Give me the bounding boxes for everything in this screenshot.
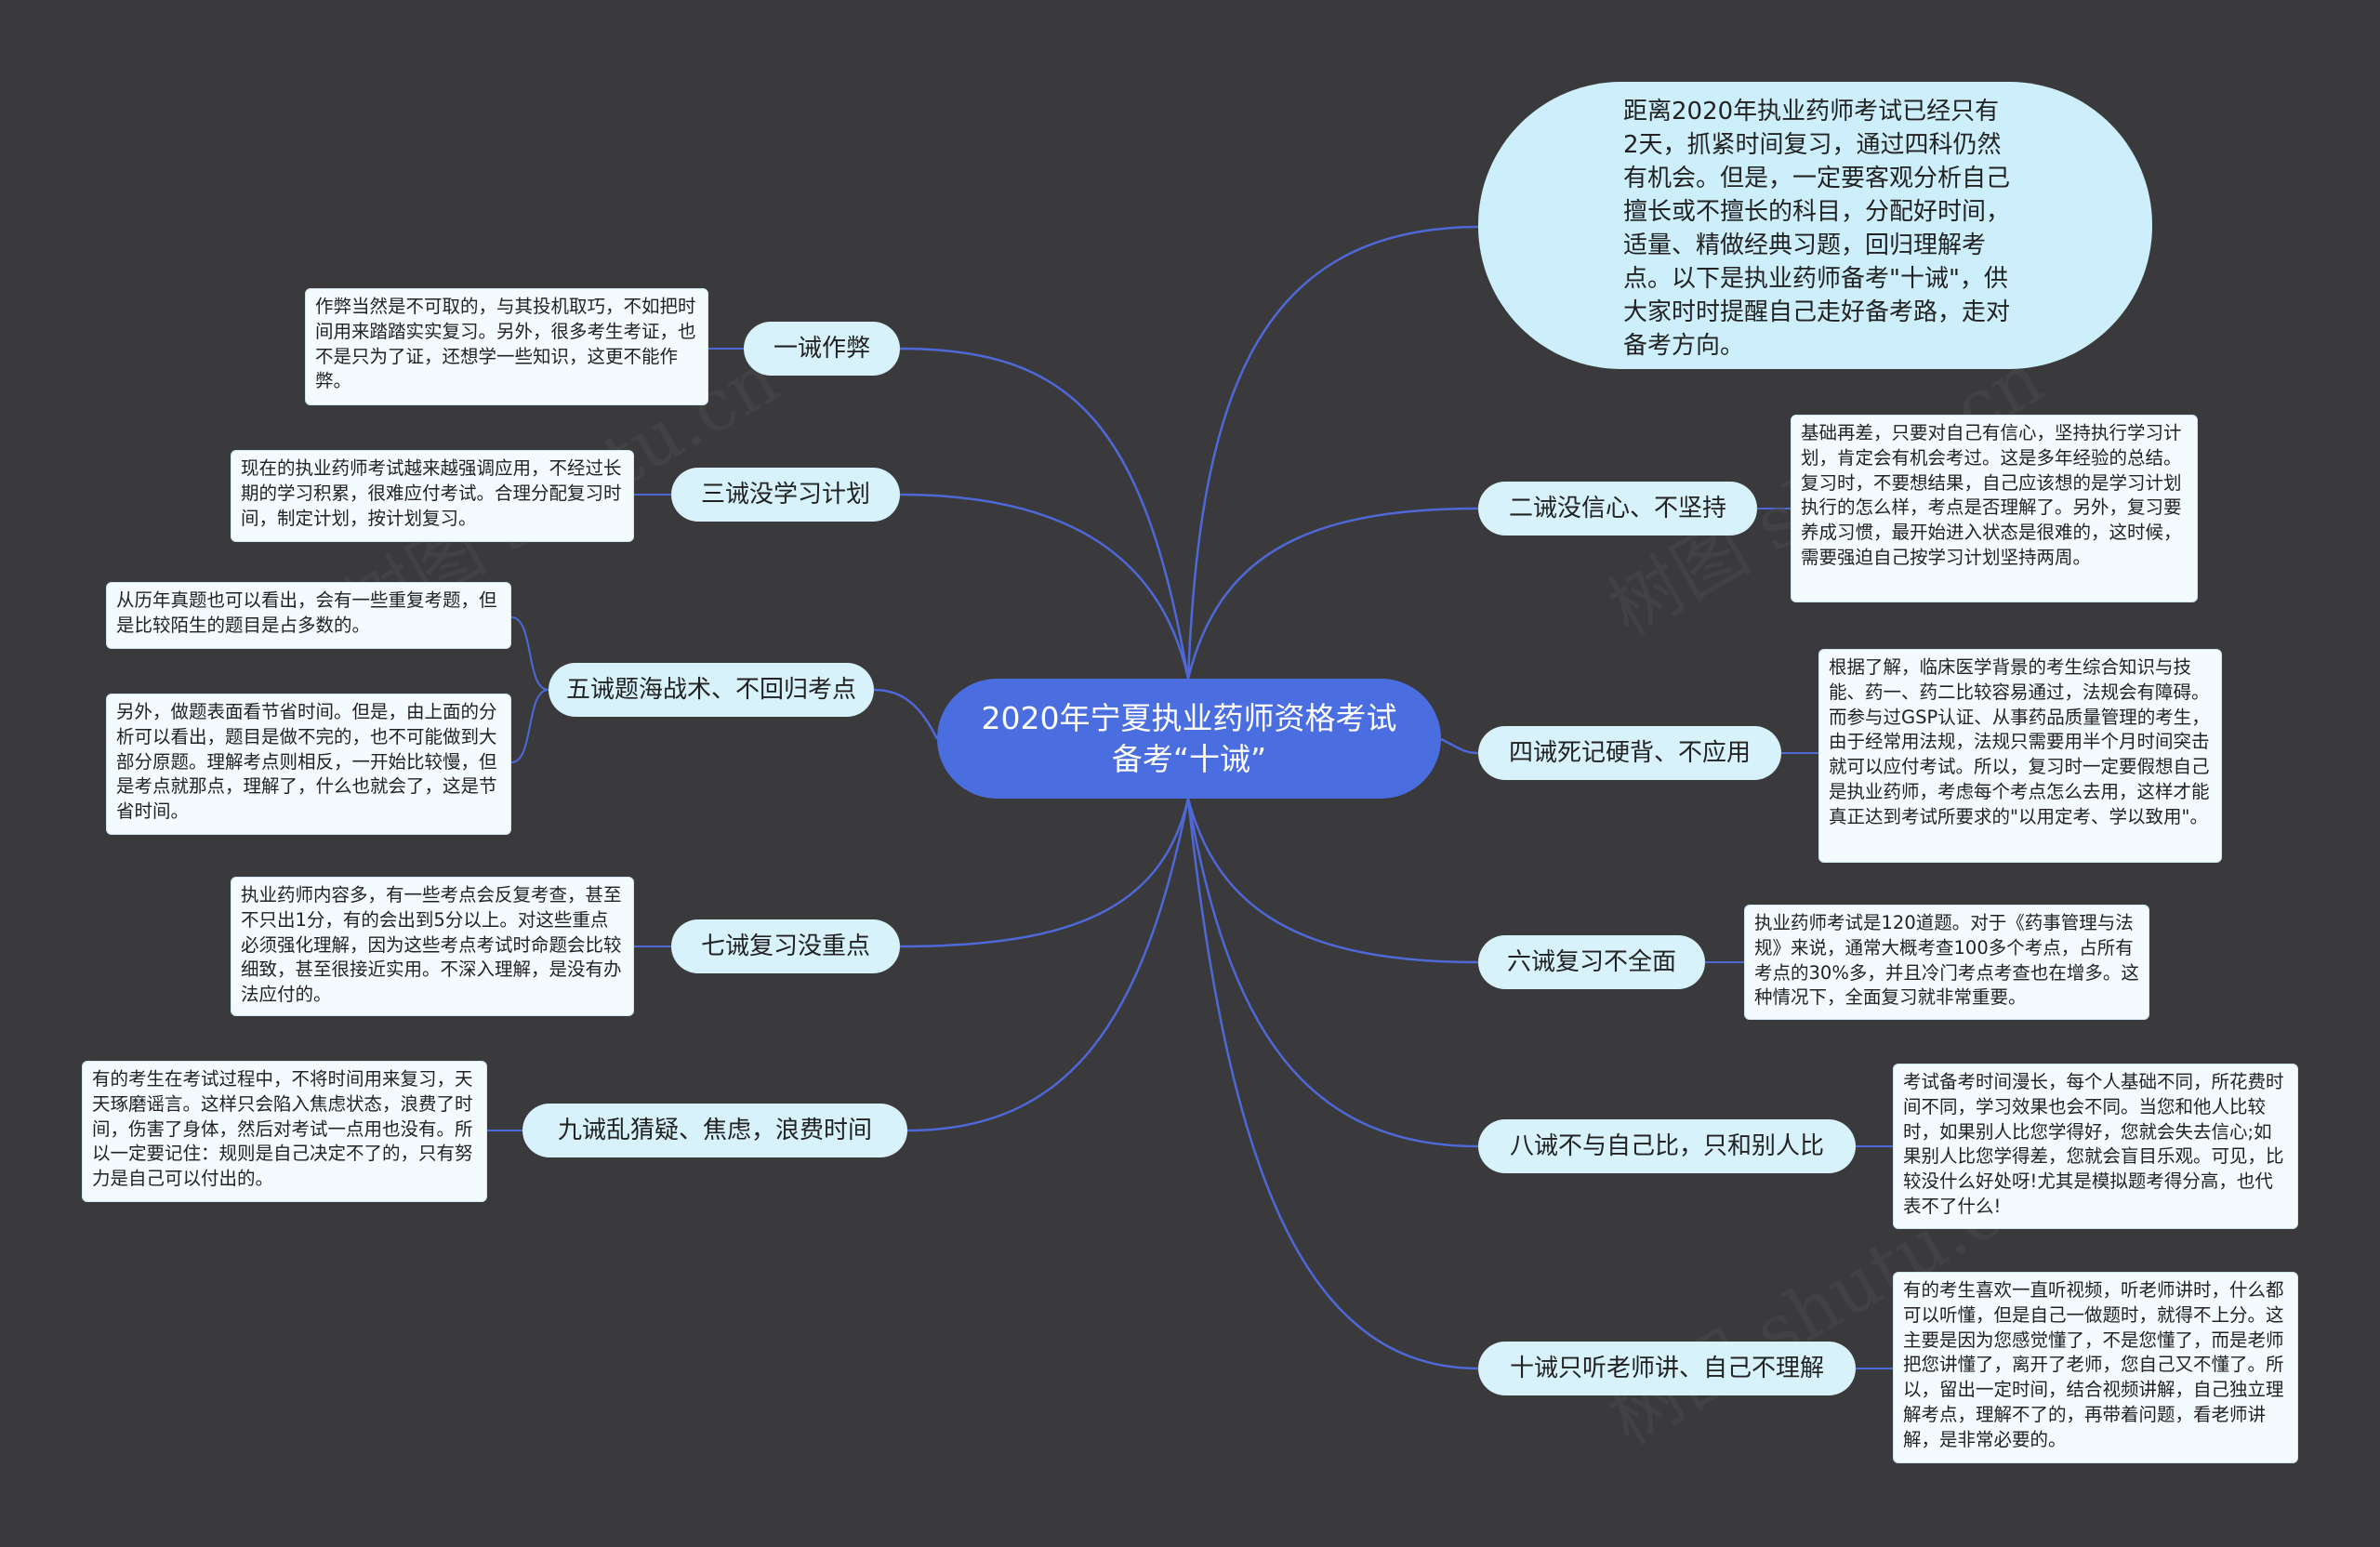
topic-label: 三诫没学习计划	[700, 481, 870, 509]
note-node[interactable]: 作弊当然是不可取的，与其投机取巧，不如把时间用来踏踏实实复习。另外，很多考生考证…	[305, 288, 708, 405]
topic-label: 二诫没信心、不坚持	[1508, 495, 1726, 522]
link-t1	[899, 347, 1190, 680]
note-node[interactable]: 基础再差，只要对自己有信心，坚持执行学习计划，肯定会有机会考过。这是多年经验的总…	[1791, 415, 2198, 602]
note-node[interactable]: 从历年真题也可以看出，会有一些重复考题，但是比较陌生的题目是占多数的。	[106, 582, 511, 649]
note-node[interactable]: 另外，做题表面看节省时间。但是，由上面的分析可以看出，题目是做不完的，也不可能做…	[106, 694, 511, 835]
topic-node-10[interactable]: 十诫只听老师讲、自己不理解	[1478, 1342, 1856, 1395]
note-node[interactable]: 根据了解，临床医学背景的考生综合知识与技能、药一、药二比较容易通过，法规会有障碍…	[1818, 649, 2222, 863]
note-text: 有的考生在考试过程中，不将时间用来复习，天天琢磨谣言。这样只会陷入焦虑状态，浪费…	[92, 1068, 473, 1190]
link-t6	[1186, 798, 1479, 964]
note-text: 另外，做题表面看节省时间。但是，由上面的分析可以看出，题目是做不完的，也不可能做…	[116, 701, 497, 823]
topic-label: 七诫复习没重点	[700, 932, 870, 960]
link-t4	[1440, 737, 1479, 755]
note-node[interactable]: 现在的执业药师考试越来越强调应用，不经过长期的学习积累，很难应付考试。合理分配复…	[231, 450, 634, 542]
note-text: 作弊当然是不可取的，与其投机取巧，不如把时间用来踏踏实实复习。另外，很多考生考证…	[315, 296, 696, 392]
topic-node-7[interactable]: 七诫复习没重点	[671, 919, 900, 973]
note-link-t5b	[510, 689, 549, 763]
link-t9	[906, 798, 1190, 1132]
topic-node-1[interactable]: 一诫作弊	[744, 322, 900, 376]
topic-label: 九诫乱猜疑、焦虑，浪费时间	[557, 1117, 872, 1144]
topic-node-8[interactable]: 八诫不与自己比，只和别人比	[1478, 1119, 1856, 1173]
note-link-t5a	[510, 616, 549, 691]
topic-node-9[interactable]: 九诫乱猜疑、焦虑，浪费时间	[522, 1104, 907, 1157]
topic-node-5[interactable]: 五诫题海战术、不回归考点	[549, 663, 874, 717]
link-t5	[873, 688, 939, 740]
intro-text: 距离2020年执业药师考试已经只有2天，抓紧时间复习，通过四科仍然有机会。但是，…	[1623, 98, 2011, 360]
note-text: 从历年真题也可以看出，会有一些重复考题，但是比较陌生的题目是占多数的。	[116, 589, 497, 636]
topic-label: 六诫复习不全面	[1506, 948, 1676, 976]
note-node[interactable]: 有的考生在考试过程中，不将时间用来复习，天天琢磨谣言。这样只会陷入焦虑状态，浪费…	[82, 1061, 487, 1202]
note-text: 有的考生喜欢一直听视频，听老师讲时，什么都可以听懂，但是自己一做题时，就得不上分…	[1903, 1279, 2284, 1450]
note-node[interactable]: 执业药师考试是120道题。对于《药事管理与法规》来说，通常大概考查100多个考点…	[1744, 905, 2149, 1020]
note-text: 考试备考时间漫长，每个人基础不同，所花费时间不同，学习效果也会不同。当您和他人比…	[1903, 1071, 2284, 1217]
note-text: 现在的执业药师考试越来越强调应用，不经过长期的学习积累，很难应付考试。合理分配复…	[241, 457, 622, 529]
topic-node-6[interactable]: 六诫复习不全面	[1478, 935, 1705, 989]
intro-node[interactable]: 距离2020年执业药师考试已经只有2天，抓紧时间复习，通过四科仍然有机会。但是，…	[1478, 82, 2152, 369]
note-node[interactable]: 考试备考时间漫长，每个人基础不同，所花费时间不同，学习效果也会不同。当您和他人比…	[1893, 1064, 2298, 1229]
link-intro	[1186, 225, 1479, 680]
topic-label: 四诫死记硬背、不应用	[1508, 739, 1751, 767]
note-node[interactable]: 执业药师内容多，有一些考点会反复考查，甚至不只出1分，有的会出到5分以上。对这些…	[231, 877, 634, 1016]
note-text: 执业药师内容多，有一些考点会反复考查，甚至不只出1分，有的会出到5分以上。对这些…	[241, 884, 622, 1006]
topic-label: 八诫不与自己比，只和别人比	[1509, 1132, 1824, 1160]
topic-label: 十诫只听老师讲、自己不理解	[1509, 1355, 1824, 1382]
link-t7	[899, 798, 1190, 948]
link-t2	[1186, 507, 1479, 680]
topic-node-2[interactable]: 二诫没信心、不坚持	[1478, 482, 1757, 536]
note-text: 基础再差，只要对自己有信心，坚持执行学习计划，肯定会有机会考过。这是多年经验的总…	[1801, 422, 2182, 568]
note-text: 根据了解，临床医学背景的考生综合知识与技能、药一、药二比较容易通过，法规会有障碍…	[1829, 656, 2210, 827]
link-t3	[899, 493, 1190, 680]
link-t8	[1186, 798, 1479, 1148]
central-topic[interactable]: 2020年宁夏执业药师资格考试备考“十诫”	[937, 679, 1441, 799]
note-text: 执业药师考试是120道题。对于《药事管理与法规》来说，通常大概考查100多个考点…	[1754, 912, 2139, 1009]
topic-node-3[interactable]: 三诫没学习计划	[671, 468, 900, 522]
link-t10	[1186, 798, 1479, 1370]
topic-label: 一诫作弊	[773, 335, 870, 363]
central-topic-label: 2020年宁夏执业药师资格考试备考“十诫”	[981, 699, 1397, 777]
note-node[interactable]: 有的考生喜欢一直听视频，听老师讲时，什么都可以听懂，但是自己一做题时，就得不上分…	[1893, 1272, 2298, 1463]
topic-label: 五诫题海战术、不回归考点	[565, 676, 856, 704]
topic-node-4[interactable]: 四诫死记硬背、不应用	[1478, 726, 1781, 780]
